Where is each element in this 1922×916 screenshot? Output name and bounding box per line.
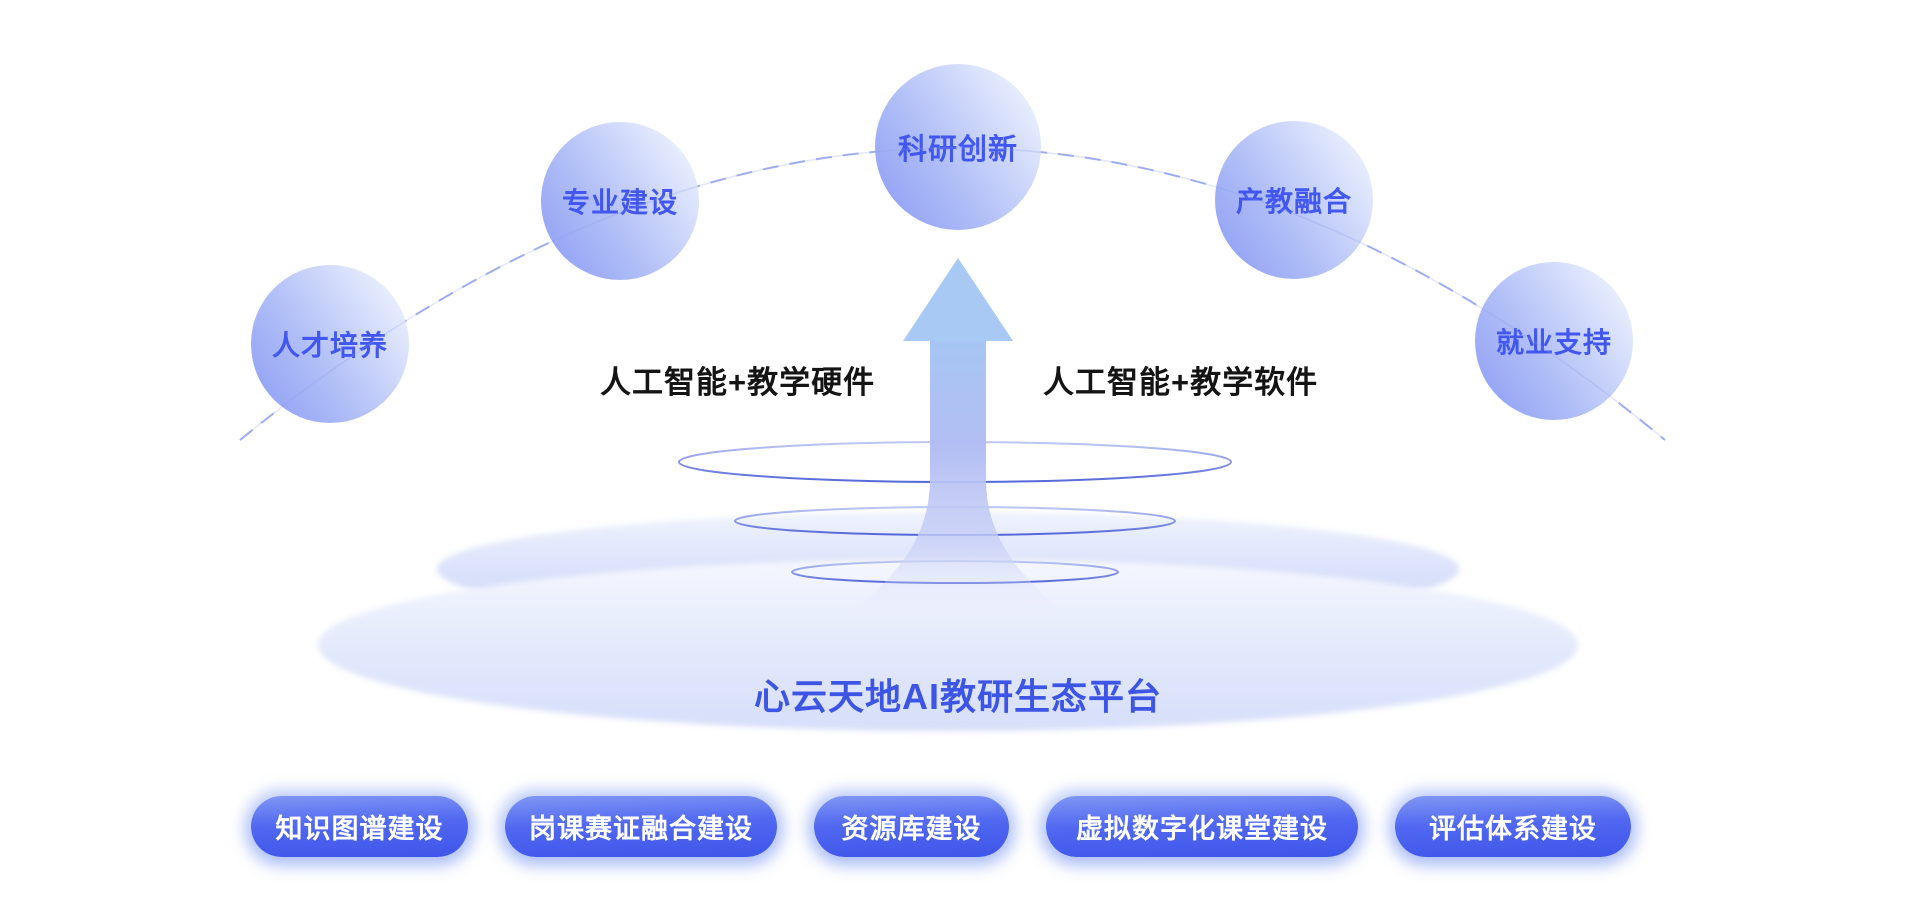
pill-evaluation-system-construction[interactable]: 评估体系建设 [1395,796,1631,857]
bubble-industry-education-integration[interactable]: 产教融合 [1215,121,1373,279]
pill-label: 评估体系建设 [1429,814,1597,844]
bubble-label: 人才培养 [271,330,388,361]
pill-label: 知识图谱建设 [275,814,444,844]
pill-label: 虚拟数字化课堂建设 [1076,814,1328,844]
bubble-employment-support[interactable]: 就业支持 [1475,262,1633,420]
bubble-label: 专业建设 [561,187,678,218]
bubble-research-innovation[interactable]: 科研创新 [875,64,1041,230]
pill-knowledge-graph-construction[interactable]: 知识图谱建设 [251,796,468,857]
platform-title: 心云天地AI教研生态平台 [753,676,1162,717]
bubble-label: 产教融合 [1235,186,1352,217]
pill-post-course-competition-certificate[interactable]: 岗课赛证融合建设 [505,796,777,857]
pill-label: 岗课赛证融合建设 [529,814,753,844]
bubble-talent-development[interactable]: 人才培养 [251,265,409,423]
annotation-ai-teaching-software: 人工智能+教学软件 [1043,365,1319,400]
pill-label: 资源库建设 [841,814,982,844]
arrow-head-icon [903,258,1013,341]
bubble-label: 科研创新 [897,134,1018,166]
pill-resource-library-construction[interactable]: 资源库建设 [814,796,1009,857]
pill-virtual-digital-classroom[interactable]: 虚拟数字化课堂建设 [1046,796,1358,857]
bubble-major-construction[interactable]: 专业建设 [541,122,699,280]
annotation-ai-teaching-hardware: 人工智能+教学硬件 [600,365,876,400]
bubble-label: 就业支持 [1495,327,1612,358]
arrow-stem [856,336,1060,616]
